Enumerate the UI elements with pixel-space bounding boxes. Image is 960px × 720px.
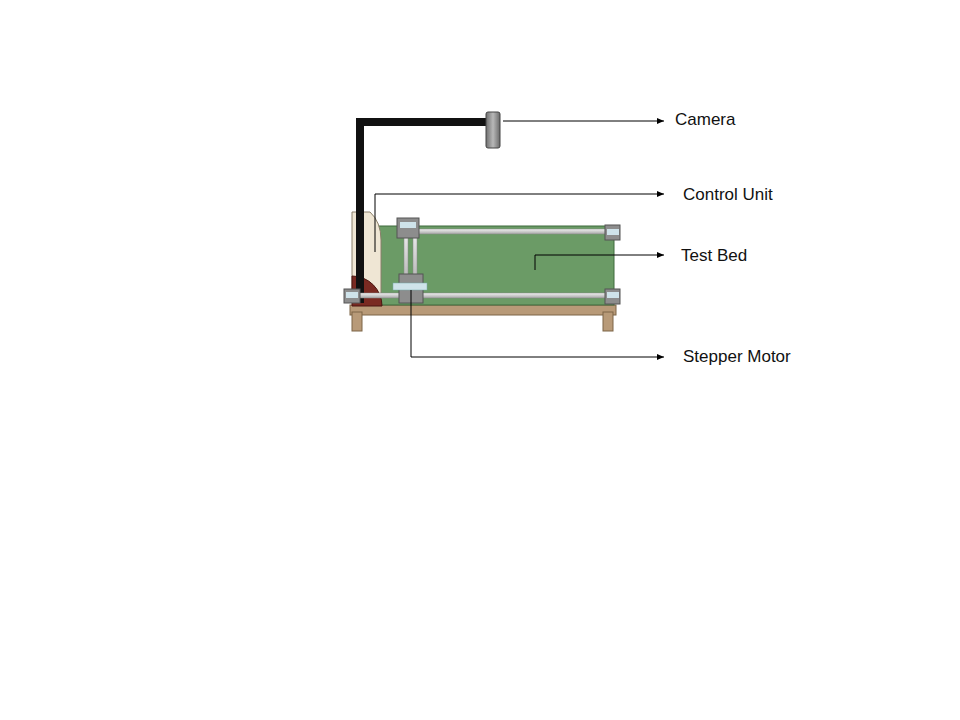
part-label: Test Bed <box>681 246 747 266</box>
part-label: Stepper Motor <box>683 347 791 367</box>
leader-line <box>375 194 664 252</box>
leader-line <box>535 255 664 270</box>
part-label: Control Unit <box>683 185 773 205</box>
leader-line <box>503 121 664 122</box>
part-label: Camera <box>675 110 735 130</box>
leader-line <box>411 290 664 357</box>
